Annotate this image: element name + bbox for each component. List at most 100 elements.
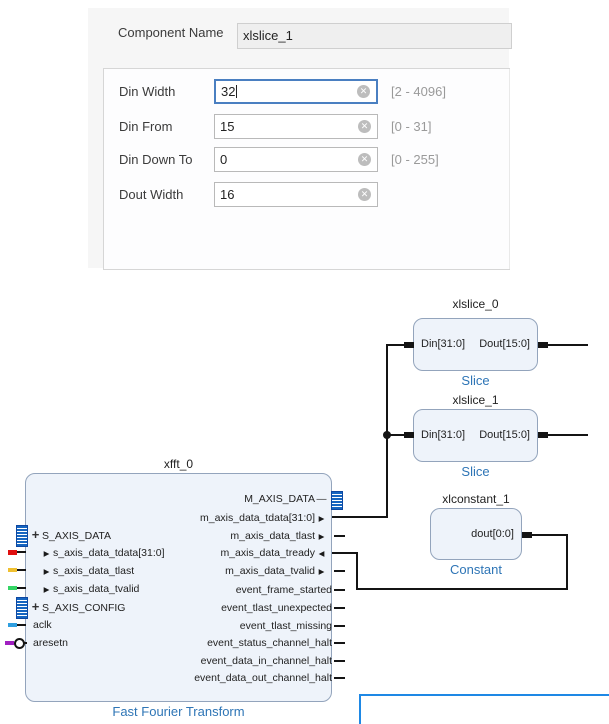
- port-m-axis-data-tlast[interactable]: m_axis_data_tlast▶: [28, 528, 328, 544]
- tdata-pin-line: [17, 551, 26, 553]
- output-arrow-icon: ▶: [318, 532, 325, 541]
- wire-tdata-horizontal: [332, 516, 387, 518]
- customize-ip-dialog: Component Name xlslice_1 Din Width 32 ✕ …: [88, 8, 512, 270]
- xlslice0-block[interactable]: Din[31:0] Dout[15:0]: [413, 318, 538, 371]
- din-width-input[interactable]: 32 ✕: [214, 79, 378, 104]
- unconnected-stub: [334, 589, 345, 591]
- unconnected-stub: [334, 607, 345, 609]
- xlconstant1-title: xlconstant_1: [442, 492, 510, 506]
- wire-constant-dout: [532, 534, 568, 536]
- port-aclk[interactable]: aclk: [33, 619, 52, 631]
- clear-icon[interactable]: ✕: [358, 187, 371, 201]
- xlslice1-dout-port[interactable]: Dout[15:0]: [479, 429, 530, 441]
- xlslice1-din-stub: [404, 432, 414, 438]
- din-from-value: 15: [220, 119, 235, 134]
- xlconstant1-dout-stub: [522, 532, 532, 538]
- aclk-pin-stub: [8, 623, 17, 627]
- wire-tready-h1: [332, 552, 358, 554]
- aresetn-pin-stub: [5, 641, 14, 645]
- partial-block-outline: [359, 694, 609, 724]
- unconnected-stub: [334, 625, 345, 627]
- wire-branch-slice0: [386, 344, 414, 346]
- output-arrow-icon: ▶: [318, 567, 325, 576]
- reverse-arrow-icon: ◀: [318, 549, 325, 558]
- port-s-axis-config[interactable]: +S_AXIS_CONFIG: [29, 599, 126, 615]
- din-down-to-label: Din Down To: [119, 152, 193, 167]
- din-from-input[interactable]: 15 ✕: [214, 114, 378, 139]
- din-from-range: [0 - 31]: [391, 119, 432, 134]
- wire-constant-vertical: [566, 534, 568, 590]
- xlslice0-title: xlslice_0: [452, 297, 499, 311]
- parameters-groupbox: Din Width 32 ✕ [2 - 4096] Din From 15 ✕ …: [103, 68, 510, 270]
- xlslice1-block[interactable]: Din[31:0] Dout[15:0]: [413, 409, 538, 462]
- tlast-pin-line: [17, 569, 26, 571]
- expand-icon[interactable]: +: [31, 599, 40, 614]
- port-m-axis-data-tready[interactable]: m_axis_data_tready◀: [28, 545, 328, 561]
- input-arrow-icon: ▶: [43, 567, 50, 576]
- clear-icon[interactable]: ✕: [358, 119, 371, 133]
- xlslice1-din-port[interactable]: Din[31:0]: [421, 429, 466, 441]
- xlslice0-din-stub: [404, 342, 414, 348]
- tvalid-pin-stub: [8, 586, 17, 590]
- dout-width-label: Dout Width: [119, 187, 184, 202]
- port-s-axis-data-tvalid[interactable]: ▶s_axis_data_tvalid: [40, 581, 140, 597]
- unconnected-stub: [334, 660, 345, 662]
- xlslice1-type-label: Slice: [461, 464, 490, 479]
- component-name-field[interactable]: xlslice_1: [237, 23, 512, 49]
- wire-slice1-dout: [548, 434, 588, 436]
- port-event-frame-started[interactable]: event_frame_started: [235, 584, 332, 596]
- xlslice1-dout-stub: [538, 432, 548, 438]
- port-m-axis-data-tdata[interactable]: m_axis_data_tdata[31:0]▶: [28, 510, 328, 526]
- dout-width-input[interactable]: 16 ✕: [214, 182, 378, 207]
- xlconstant1-type-label: Constant: [449, 562, 503, 577]
- unconnected-stub: [334, 535, 345, 537]
- tlast-pin-stub: [8, 568, 17, 572]
- aclk-pin-line: [17, 624, 26, 626]
- port-event-status-channel-halt[interactable]: event_status_channel_halt: [207, 637, 332, 649]
- aresetn-pin-line: [24, 642, 27, 644]
- port-aresetn[interactable]: aresetn: [33, 637, 69, 649]
- port-s-axis-data-tlast[interactable]: ▶s_axis_data_tlast: [40, 563, 135, 579]
- port-event-tlast-missing[interactable]: event_tlast_missing: [239, 620, 332, 632]
- din-from-label: Din From: [119, 119, 173, 134]
- xfft0-type-label: Fast Fourier Transform: [112, 704, 245, 719]
- din-down-to-input[interactable]: 0 ✕: [214, 147, 378, 172]
- xlslice0-dout-port[interactable]: Dout[15:0]: [479, 338, 530, 350]
- din-width-value: 32: [221, 84, 236, 99]
- port-event-data-in-channel-halt[interactable]: event_data_in_channel_halt: [200, 655, 332, 667]
- param-row-dout-width: Dout Width 16 ✕: [104, 182, 510, 207]
- tdata-pin-stub: [8, 550, 17, 555]
- port-m-axis-data-tvalid[interactable]: m_axis_data_tvalid▶: [28, 563, 328, 579]
- xlslice1-title: xlslice_1: [452, 393, 499, 407]
- port-m-axis-data[interactable]: M_AXIS_DATA—: [28, 491, 328, 507]
- clear-icon[interactable]: ✕: [358, 152, 371, 166]
- collapse-dash-icon: —: [316, 494, 327, 505]
- wire-tready-h2: [356, 588, 568, 590]
- expand-icon[interactable]: +: [31, 527, 40, 542]
- component-name-value: xlslice_1: [243, 28, 293, 43]
- axi-interface-icon: [331, 491, 343, 510]
- xlconstant1-block[interactable]: dout[0:0]: [430, 508, 522, 560]
- din-width-label: Din Width: [119, 84, 176, 99]
- port-event-data-out-channel-halt[interactable]: event_data_out_channel_halt: [194, 672, 332, 684]
- port-s-axis-data-tdata[interactable]: ▶s_axis_data_tdata[31:0]: [40, 545, 165, 561]
- axi-interface-icon: [16, 525, 28, 547]
- input-arrow-icon: ▶: [43, 585, 50, 594]
- wire-junction-dot: [383, 431, 391, 439]
- wire-tready-vertical: [356, 552, 358, 590]
- axi-interface-icon: [16, 597, 28, 619]
- xlslice0-din-port[interactable]: Din[31:0]: [421, 338, 466, 350]
- clear-icon[interactable]: ✕: [357, 84, 370, 98]
- port-event-tlast-unexpected[interactable]: event_tlast_unexpected: [221, 602, 332, 614]
- xlslice0-dout-stub: [538, 342, 548, 348]
- tvalid-pin-line: [17, 587, 26, 589]
- xlconstant1-dout-port[interactable]: dout[0:0]: [471, 528, 514, 540]
- dout-width-value: 16: [220, 187, 235, 202]
- output-arrow-icon: ▶: [318, 514, 325, 523]
- port-s-axis-data[interactable]: +S_AXIS_DATA: [29, 527, 111, 543]
- unconnected-stub: [334, 570, 345, 572]
- xlslice0-type-label: Slice: [461, 373, 490, 388]
- input-arrow-icon: ▶: [43, 549, 50, 558]
- din-down-to-range: [0 - 255]: [391, 152, 439, 167]
